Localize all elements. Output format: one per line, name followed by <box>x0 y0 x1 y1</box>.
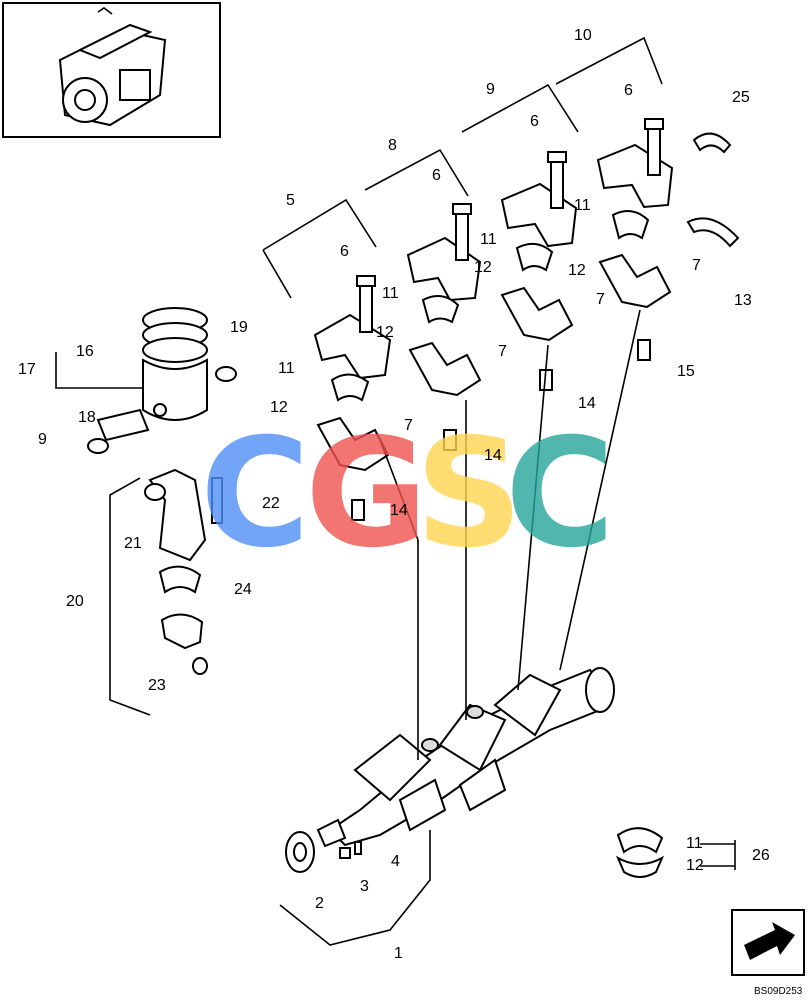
callout: 25 <box>732 89 750 106</box>
snap-ring <box>215 366 237 382</box>
callout: 14 <box>390 502 408 519</box>
watermark-letter: S <box>415 407 523 581</box>
callout: 23 <box>148 677 166 694</box>
leader-lines <box>55 36 736 946</box>
callout: 6 <box>340 243 349 260</box>
callout: 15 <box>677 363 695 380</box>
callout: 20 <box>66 593 84 610</box>
callout: 7 <box>596 291 605 308</box>
callout: 6 <box>432 167 441 184</box>
callout: 11 <box>686 835 703 852</box>
callouts: 1 2 3 4 5 6 6 6 6 7 7 7 7 8 9 10 11 11 1… <box>18 27 770 962</box>
crankshaft <box>316 667 615 848</box>
callout: 6 <box>530 113 539 130</box>
watermark-letter: C <box>200 407 310 581</box>
callout: 24 <box>234 581 252 598</box>
callout: 11 <box>382 285 399 302</box>
figure-id: BS09D253 <box>754 986 803 997</box>
callout: 22 <box>262 495 280 512</box>
callout: 11 <box>278 360 295 377</box>
thrust-washer <box>692 132 732 154</box>
callout: 12 <box>686 857 704 874</box>
bearing-supports <box>316 253 672 472</box>
callout: 5 <box>286 192 295 209</box>
callout: 11 <box>574 197 591 214</box>
callout: 7 <box>498 343 507 360</box>
bolts <box>351 118 664 521</box>
callout: 7 <box>692 257 701 274</box>
callout: 2 <box>315 895 324 912</box>
callout: 3 <box>360 878 369 895</box>
next-page-arrow-icon[interactable] <box>731 909 805 976</box>
callout: 19 <box>230 319 248 336</box>
piston-pin <box>96 408 150 442</box>
callout: 12 <box>474 259 492 276</box>
bearing-set <box>615 855 665 878</box>
callout: 10 <box>574 27 592 44</box>
callout: 21 <box>124 535 142 552</box>
callout: 7 <box>404 417 413 434</box>
callout: 6 <box>624 82 633 99</box>
callout: 12 <box>568 262 586 279</box>
callout: 8 <box>388 137 397 154</box>
callout: 18 <box>78 409 96 426</box>
callout: 9 <box>38 431 47 448</box>
connecting-rod <box>144 468 223 675</box>
callout: 9 <box>486 81 495 98</box>
bearing-shells <box>330 210 650 402</box>
bearing-set <box>616 827 664 854</box>
timing-gear <box>285 831 315 873</box>
snap-ring <box>87 438 109 454</box>
engine-thumbnail-icon <box>2 2 221 138</box>
callout: 14 <box>578 395 596 412</box>
callout: 4 <box>391 853 400 870</box>
watermark-letter: G <box>305 407 428 581</box>
callout: 13 <box>734 292 752 309</box>
callout: 11 <box>480 231 497 248</box>
callout: 26 <box>752 847 770 864</box>
callout: 16 <box>76 343 94 360</box>
callout: 12 <box>270 399 288 416</box>
callout: 1 <box>394 945 403 962</box>
callout: 14 <box>484 447 502 464</box>
watermark: C G S C <box>200 407 615 581</box>
thrust-washer-pair <box>686 217 740 248</box>
watermark-letter: C <box>505 407 615 581</box>
piston <box>142 307 208 421</box>
callout: 17 <box>18 361 36 378</box>
callout: 12 <box>376 324 394 341</box>
